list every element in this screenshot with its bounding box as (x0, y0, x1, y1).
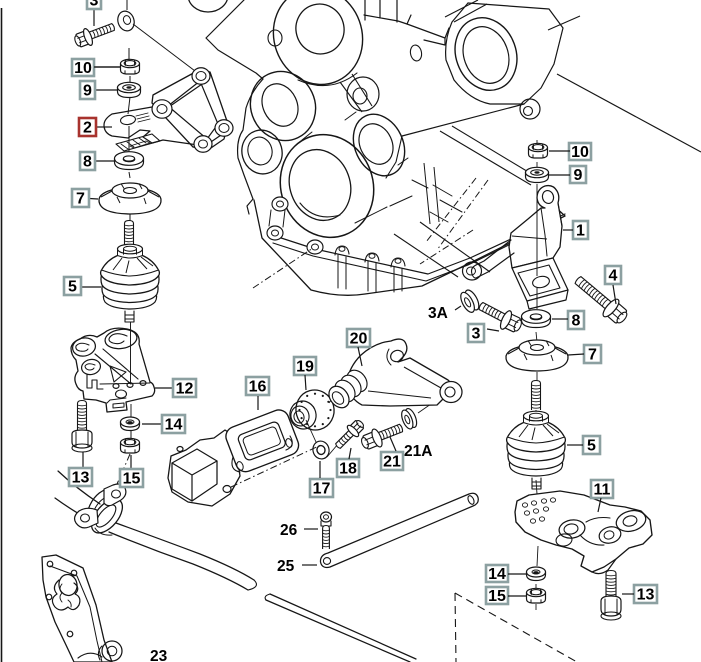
svg-text:25: 25 (277, 558, 295, 575)
svg-text:2: 2 (83, 120, 92, 137)
svg-text:13: 13 (637, 587, 655, 604)
svg-text:21A: 21A (404, 443, 432, 460)
svg-text:20: 20 (350, 331, 368, 348)
svg-text:14: 14 (488, 566, 506, 583)
svg-text:7: 7 (76, 191, 85, 208)
svg-text:5: 5 (587, 438, 596, 455)
svg-text:15: 15 (488, 588, 506, 605)
svg-text:23: 23 (150, 648, 168, 662)
svg-text:12: 12 (176, 381, 194, 398)
svg-text:1: 1 (576, 223, 585, 240)
svg-text:4: 4 (609, 268, 618, 285)
svg-text:9: 9 (574, 167, 583, 184)
svg-text:14: 14 (165, 417, 183, 434)
svg-text:21: 21 (383, 454, 401, 471)
svg-text:15: 15 (123, 471, 141, 488)
svg-text:7: 7 (588, 347, 597, 364)
svg-text:10: 10 (74, 60, 92, 77)
svg-text:3: 3 (90, 0, 99, 10)
svg-text:19: 19 (296, 359, 314, 376)
svg-text:17: 17 (313, 481, 331, 498)
svg-text:18: 18 (339, 461, 357, 478)
svg-text:13: 13 (72, 470, 90, 487)
svg-text:8: 8 (572, 313, 581, 330)
svg-text:10: 10 (571, 144, 589, 161)
svg-text:11: 11 (594, 482, 611, 499)
svg-text:8: 8 (83, 154, 92, 171)
svg-text:3A: 3A (428, 305, 448, 322)
svg-text:5: 5 (68, 279, 77, 296)
svg-text:26: 26 (280, 522, 298, 539)
svg-text:9: 9 (83, 83, 92, 100)
svg-text:3: 3 (472, 326, 481, 343)
svg-text:16: 16 (249, 379, 267, 396)
